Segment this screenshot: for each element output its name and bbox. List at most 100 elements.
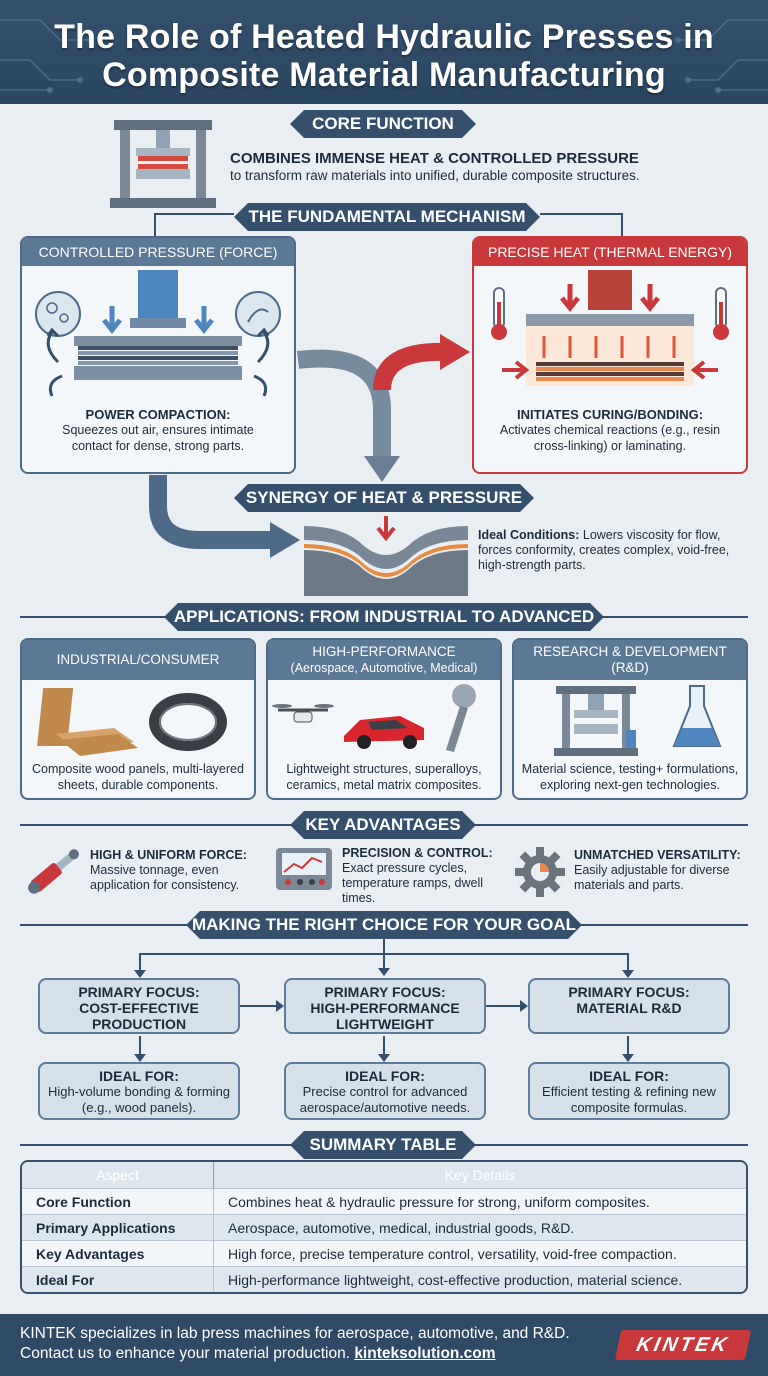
synergy-text: Lowers viscosity for flow, forces confor… [478,528,730,572]
advantage-versatility-title: UNMATCHED VERSATILITY: [574,848,741,862]
ideal-high-performance: IDEAL FOR: Precise control for advanced … [284,1062,486,1120]
app-card-high-performance-title: HIGH-PERFORMANCE [312,644,456,659]
table-cell-details: High-performance lightweight, cost-effec… [228,1272,683,1288]
table-header-aspect: Aspect [22,1162,214,1188]
table-cell-details: High force, precise temperature control,… [228,1246,677,1262]
focus-material-rnd: PRIMARY FOCUS: MATERIAL R&D [528,978,730,1034]
hydraulic-press-icon [110,120,216,208]
app-card-high-performance-sub: (Aerospace, Automotive, Medical) [290,661,478,675]
focus-high-performance-line1: PRIMARY FOCUS: [324,984,446,1000]
advantage-precision-title: PRECISION & CONTROL: [342,846,493,860]
ideal-material-rnd: IDEAL FOR: Efficient testing & refining … [528,1062,730,1120]
circuit-decoration [0,19,768,93]
synergy-label: Ideal Conditions: [478,528,580,542]
table-row: Core Function Combines heat & hydraulic … [22,1188,746,1214]
compaction-illustration [35,270,281,397]
control-panel-icon [276,848,332,890]
advantage-force-text: Massive tonnage, even application for co… [90,863,240,892]
applications-banner: APPLICATIONS: FROM INDUSTRIAL TO ADVANCE… [164,603,604,631]
footer-line2-wrap: Contact us to enhance your material prod… [20,1344,748,1364]
app-card-rnd: RESEARCH & DEVELOPMENT (R&D) Material sc… [512,638,748,800]
footer-line2: Contact us to enhance your material prod… [20,1345,350,1362]
app-card-rnd-text: Material science, testing+ formulations,… [521,762,739,792]
core-text: to transform raw materials into unified,… [230,168,640,183]
core-function-banner: CORE FUNCTION [290,110,476,138]
ideal-high-performance-text: Precise control for advanced aerospace/a… [299,1084,471,1115]
app-card-rnd-title: RESEARCH & DEVELOPMENT [533,644,727,659]
footer-website-link[interactable]: kinteksolution.com [354,1345,496,1362]
ideal-material-rnd-title: IDEAL FOR: [589,1068,669,1084]
synergy-description: Ideal Conditions: Lowers viscosity for f… [478,528,748,573]
focus-cost-effective-line1: PRIMARY FOCUS: [78,984,200,1000]
focus-cost-effective: PRIMARY FOCUS: COST-EFFECTIVE PRODUCTION [38,978,240,1034]
gear-icon [515,847,565,897]
ideal-material-rnd-text: Efficient testing & refining new composi… [542,1084,716,1115]
app-card-high-performance: HIGH-PERFORMANCE (Aerospace, Automotive,… [266,638,502,800]
choice-banner: MAKING THE RIGHT CHOICE FOR YOUR GOAL [186,911,582,939]
table-header-row: Aspect Key Details [22,1162,746,1188]
header: The Role of Heated Hydraulic Presses in … [0,0,768,104]
focus-high-performance-line3: LIGHTWEIGHT [336,1016,434,1032]
ideal-cost-effective-title: IDEAL FOR: [99,1068,179,1084]
drone-car-bolt-icon [272,684,476,752]
synergy-banner: SYNERGY OF HEAT & PRESSURE [234,484,534,512]
table-cell-aspect: Primary Applications [22,1215,214,1240]
page-title: The Role of Heated Hydraulic Presses in … [54,18,714,94]
heat-card-title: INITIATES CURING/BONDING: [516,407,704,422]
table-cell-aspect: Ideal For [22,1267,214,1292]
focus-high-performance-line2: HIGH-PERFORMANCE [310,1000,460,1016]
advantage-precision: PRECISION & CONTROL: Exact pressure cycl… [342,846,508,906]
footer: KINTEK specializes in lab press machines… [0,1314,768,1376]
heat-card-text: Activates chemical reactions (e.g., resi… [499,423,721,453]
focus-high-performance: PRIMARY FOCUS: HIGH-PERFORMANCE LIGHTWEI… [284,978,486,1034]
banner-connector-lines [154,213,623,236]
app-card-industrial: INDUSTRIAL/CONSUMER Composite wood panel… [20,638,256,800]
app-card-rnd-head: RESEARCH & DEVELOPMENT (R&D) [514,640,746,680]
mechanism-banner: THE FUNDAMENTAL MECHANISM [234,203,540,231]
app-card-industrial-text: Composite wood panels, multi-layered she… [32,762,244,792]
summary-banner: SUMMARY TABLE [290,1131,476,1159]
summary-table: Aspect Key Details Core Function Combine… [20,1160,748,1294]
ideal-high-performance-title: IDEAL FOR: [345,1068,425,1084]
app-card-industrial-head: INDUSTRIAL/CONSUMER [22,640,254,680]
pressure-card-title: POWER COMPACTION: [85,407,231,422]
app-card-high-performance-text: Lightweight structures, superalloys, cer… [286,762,482,792]
app-card-rnd-sub: (R&D) [611,660,649,675]
advantage-force-title: HIGH & UNIFORM FORCE: [90,848,247,862]
table-cell-aspect: Key Advantages [22,1241,214,1266]
heat-card-head: PRECISE HEAT (THERMAL ENERGY) [474,238,746,266]
ideal-cost-effective: IDEAL FOR: High-volume bonding & forming… [38,1062,240,1120]
heat-card: PRECISE HEAT (THERMAL ENERGY) INITIATES … [472,236,748,474]
wood-and-belt-icon [37,688,227,756]
advantage-force: HIGH & UNIFORM FORCE: Massive tonnage, e… [90,848,270,893]
table-row: Key Advantages High force, precise tempe… [22,1240,746,1266]
advantage-precision-text: Exact pressure cycles, temperature ramps… [342,861,484,905]
core-headline: COMBINES IMMENSE HEAT & CONTROLLED PRESS… [230,150,639,167]
hydraulic-cylinder-icon [28,849,79,894]
advantage-versatility: UNMATCHED VERSATILITY: Easily adjustable… [574,848,750,893]
table-cell-details: Combines heat & hydraulic pressure for s… [228,1194,650,1210]
focus-cost-effective-line2: COST-EFFECTIVE [79,1000,199,1016]
table-row: Primary Applications Aerospace, automoti… [22,1214,746,1240]
flow-arrows [149,334,470,558]
footer-line1: KINTEK specializes in lab press machines… [20,1325,570,1342]
table-cell-details: Aerospace, automotive, medical, industri… [228,1220,575,1236]
advantage-versatility-text: Easily adjustable for diverse materials … [574,863,730,892]
lab-press-flask-icon [554,685,722,756]
table-row: Ideal For High-performance lightweight, … [22,1266,746,1292]
focus-material-rnd-line1: PRIMARY FOCUS: [568,984,690,1000]
focus-material-rnd-line2: MATERIAL R&D [576,1000,682,1016]
table-cell-aspect: Core Function [22,1189,214,1214]
pressure-card: CONTROLLED PRESSURE (FORCE) POWER COMPAC… [20,236,296,474]
pressure-card-text: Squeezes out air, ensures intimate conta… [62,423,254,453]
kintek-logo[interactable]: KINTEK [614,1330,752,1360]
focus-cost-effective-line3: PRODUCTION [91,1016,187,1032]
heating-illustration [491,270,729,386]
mold-illustration [304,516,468,596]
pressure-card-head: CONTROLLED PRESSURE (FORCE) [22,238,294,266]
choice-connectors [134,938,634,1062]
app-card-high-performance-head: HIGH-PERFORMANCE (Aerospace, Automotive,… [268,640,500,680]
advantages-banner: KEY ADVANTAGES [290,811,476,839]
ideal-cost-effective-text: High-volume bonding & forming (e.g., woo… [47,1084,231,1115]
